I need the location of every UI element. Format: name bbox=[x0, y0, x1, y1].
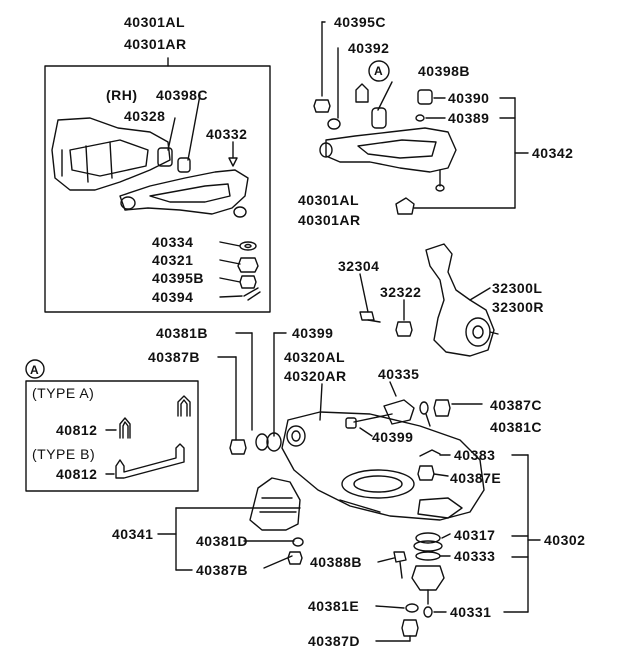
label-arm-r-lower: 40301AR bbox=[298, 212, 361, 228]
label-40387d: 40387D bbox=[308, 633, 361, 649]
label-rh: (RH) bbox=[106, 87, 138, 103]
nut-40387d bbox=[401, 619, 419, 637]
bushing-40398b bbox=[371, 107, 387, 129]
bumper-40341-part bbox=[249, 477, 301, 531]
label-40392: 40392 bbox=[348, 40, 390, 56]
knuckle-part bbox=[425, 243, 499, 357]
label-40328: 40328 bbox=[124, 108, 166, 124]
label-40812-type-a: 40812 bbox=[56, 422, 98, 438]
nut-40387e bbox=[417, 465, 435, 481]
label-arm-l-lower: 40301AL bbox=[298, 192, 360, 208]
nut-40381d bbox=[292, 537, 304, 547]
label-40399-mid: 40399 bbox=[372, 429, 414, 445]
clip-40812-type-a bbox=[119, 417, 131, 439]
nut-40395b bbox=[239, 275, 257, 289]
clip-near-a bbox=[355, 83, 369, 103]
label-40394: 40394 bbox=[152, 289, 194, 305]
label-40331: 40331 bbox=[450, 604, 492, 620]
label-40342: 40342 bbox=[532, 145, 574, 161]
bushing-40398c bbox=[157, 147, 191, 173]
ball-stud-40335 bbox=[345, 399, 415, 429]
label-upper-arm-l: 40301AL bbox=[124, 14, 186, 30]
label-40333: 40333 bbox=[454, 548, 496, 564]
label-40395b: 40395B bbox=[152, 270, 205, 286]
bolt-40388b bbox=[393, 551, 407, 579]
label-40381b: 40381B bbox=[156, 325, 209, 341]
label-40381c: 40381C bbox=[490, 419, 543, 435]
nut-40381e bbox=[405, 603, 419, 613]
label-40387c: 40387C bbox=[490, 397, 543, 413]
label-upper-arm-r: 40301AR bbox=[124, 36, 187, 52]
label-40388b: 40388B bbox=[310, 554, 363, 570]
washer-40392 bbox=[327, 118, 341, 130]
callout-a-label: A bbox=[374, 64, 384, 78]
nut-40390 bbox=[417, 89, 433, 105]
label-32304: 32304 bbox=[338, 258, 380, 274]
label-40395c: 40395C bbox=[334, 14, 387, 30]
label-32322: 32322 bbox=[380, 284, 422, 300]
label-40383: 40383 bbox=[454, 447, 496, 463]
label-40390: 40390 bbox=[448, 90, 490, 106]
nut-40331 bbox=[423, 606, 433, 618]
label-40320ar: 40320AR bbox=[284, 368, 347, 384]
bolt-40332 bbox=[228, 141, 238, 167]
ball-joint-part bbox=[411, 565, 445, 605]
label-type-b: (TYPE B) bbox=[32, 446, 96, 462]
clip-40812-type-b bbox=[115, 443, 185, 479]
ring-40333 bbox=[415, 551, 441, 561]
label-type-a: (TYPE A) bbox=[32, 385, 95, 401]
nut-40387b-lower bbox=[287, 551, 303, 565]
pin-40394 bbox=[243, 287, 261, 301]
washer-40389 bbox=[415, 114, 425, 122]
label-40398c: 40398C bbox=[156, 87, 209, 103]
callout-a-circle bbox=[368, 60, 390, 82]
label-40335: 40335 bbox=[378, 366, 420, 382]
clip-type-a-part bbox=[177, 395, 191, 417]
label-40332: 40332 bbox=[206, 126, 248, 142]
label-40334: 40334 bbox=[152, 234, 194, 250]
washer-40334 bbox=[239, 241, 257, 251]
nut-40321 bbox=[237, 257, 259, 273]
label-32300l: 32300L bbox=[492, 280, 543, 296]
type-callout-a-circle bbox=[25, 359, 45, 379]
type-callout-a-label: A bbox=[30, 363, 40, 377]
washer-40381c bbox=[419, 401, 429, 415]
label-40317: 40317 bbox=[454, 527, 496, 543]
label-40321: 40321 bbox=[152, 252, 194, 268]
bolt-32304 bbox=[359, 311, 381, 323]
upper-arm-bracket-part bbox=[51, 117, 171, 191]
upper-arm-inset-frame bbox=[44, 65, 271, 313]
type-inset-frame bbox=[25, 380, 199, 492]
label-40341: 40341 bbox=[112, 526, 154, 542]
upper-arm-part bbox=[119, 169, 249, 218]
part-40383 bbox=[419, 449, 441, 457]
label-40381e: 40381E bbox=[308, 598, 360, 614]
label-40302: 40302 bbox=[544, 532, 586, 548]
label-40812-type-b: 40812 bbox=[56, 466, 98, 482]
label-40399-top: 40399 bbox=[292, 325, 334, 341]
nut-40387b-upper bbox=[229, 439, 247, 455]
bumper-part bbox=[395, 197, 415, 215]
washer-40399-upper bbox=[266, 432, 282, 452]
washer-40381b bbox=[255, 433, 269, 451]
label-40381d: 40381D bbox=[196, 533, 249, 549]
boot-40317 bbox=[413, 532, 443, 552]
label-40387e: 40387E bbox=[450, 470, 502, 486]
label-40387b-lower: 40387B bbox=[196, 562, 249, 578]
label-40387b: 40387B bbox=[148, 349, 201, 365]
label-40398b: 40398B bbox=[418, 63, 471, 79]
label-40389: 40389 bbox=[448, 110, 490, 126]
upper-arm-assembly-part bbox=[319, 127, 457, 192]
lower-arm-part bbox=[281, 411, 485, 521]
nut-40395c bbox=[313, 99, 331, 113]
nut-32322 bbox=[395, 321, 413, 337]
label-32300r: 32300R bbox=[492, 299, 545, 315]
nut-40387c bbox=[433, 399, 451, 417]
label-40320al: 40320AL bbox=[284, 349, 346, 365]
